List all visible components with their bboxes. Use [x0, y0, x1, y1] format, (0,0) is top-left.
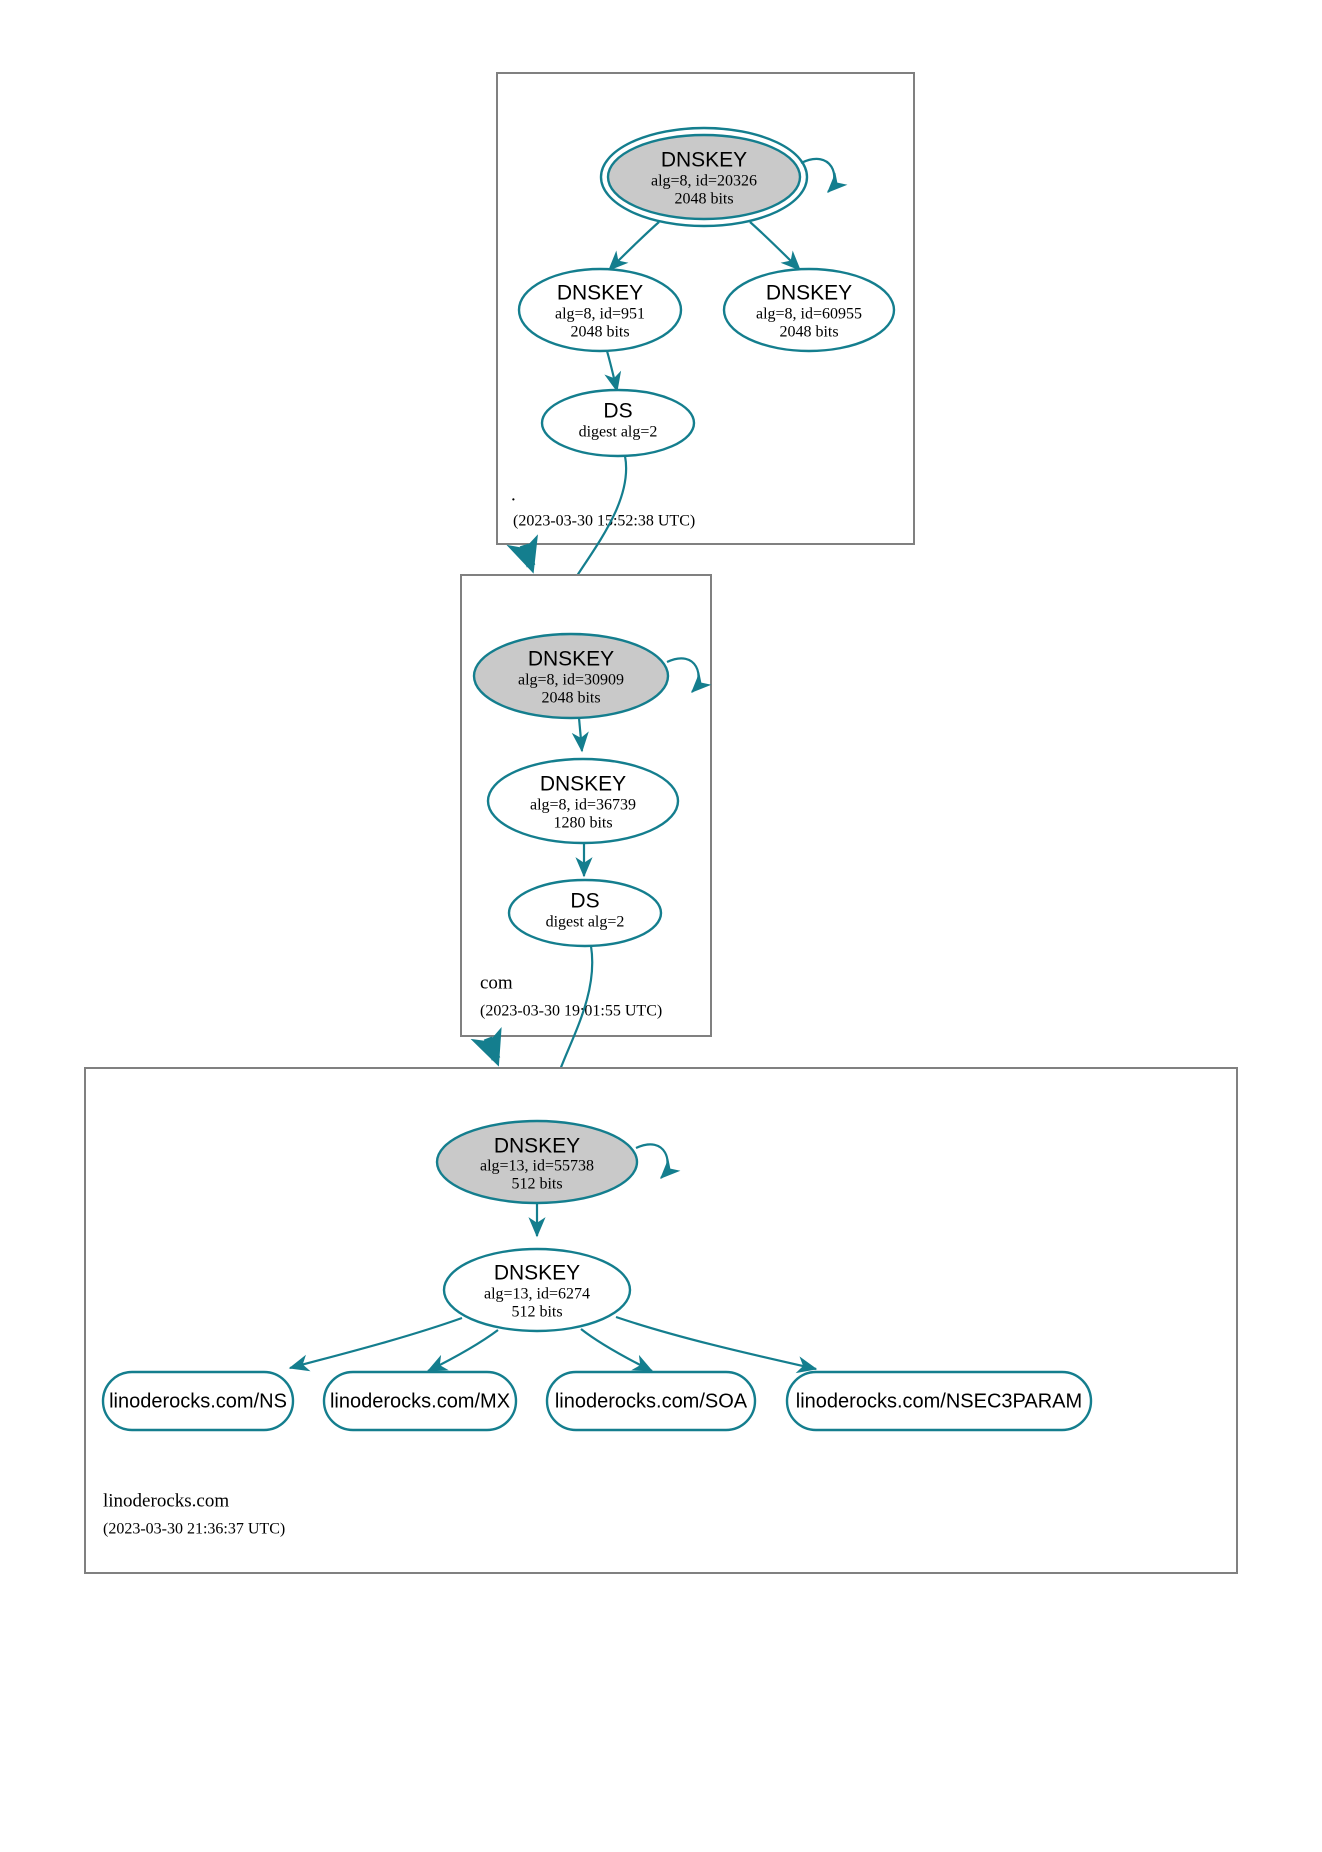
- node-title: DS: [603, 400, 632, 423]
- node-size: 2048 bits: [541, 690, 600, 707]
- node-size: 2048 bits: [779, 324, 838, 341]
- node-root-ksk[interactable]: DNSKEY alg=8, id=20326 2048 bits: [599, 126, 809, 228]
- zone-label-root: .: [511, 484, 516, 505]
- rrset-label: linoderocks.com/NSEC3PARAM: [796, 1390, 1082, 1412]
- node-rrset-soa[interactable]: linoderocks.com/SOA: [545, 1370, 757, 1432]
- node-size: 512 bits: [511, 1304, 562, 1321]
- zone-timestamp-root: (2023-03-30 15:52:38 UTC): [513, 513, 695, 530]
- rrset-label: linoderocks.com/SOA: [555, 1390, 748, 1412]
- dnskey-ellipse: [472, 632, 670, 720]
- node-size: 512 bits: [511, 1176, 562, 1193]
- node-size: 2048 bits: [570, 324, 629, 341]
- edge-lr-zsk-to-ns: [288, 1316, 463, 1372]
- node-root-zsk-951[interactable]: DNSKEY alg=8, id=951 2048 bits: [517, 267, 683, 353]
- node-com-zsk[interactable]: DNSKEY alg=8, id=36739 1280 bits: [486, 757, 680, 845]
- node-title: DNSKEY: [528, 648, 614, 671]
- edge-lr-zsk-to-nsec3param: [615, 1315, 818, 1374]
- node-title: DNSKEY: [557, 282, 643, 305]
- node-params: alg=13, id=55738: [480, 1158, 594, 1175]
- edge-self-sign-com-ksk: [666, 657, 712, 693]
- node-params: alg=8, id=30909: [518, 672, 624, 689]
- edge-delegation-com-to-linoderocks: [470, 1027, 502, 1067]
- edge-root-ksk-to-60955: [749, 221, 801, 271]
- zone-cluster-linoderocks: DNSKEY alg=13, id=55738 512 bits DNSKEY …: [84, 1067, 1238, 1574]
- node-params: alg=8, id=60955: [756, 306, 862, 323]
- edge-self-sign-root-ksk: [800, 157, 848, 193]
- node-rrset-nsec3param[interactable]: linoderocks.com/NSEC3PARAM: [785, 1370, 1093, 1432]
- node-params: digest alg=2: [546, 914, 625, 931]
- zone-timestamp-linoderocks: (2023-03-30 21:36:37 UTC): [103, 1521, 285, 1538]
- node-com-ds[interactable]: DS digest alg=2: [507, 878, 663, 948]
- node-params: digest alg=2: [579, 424, 658, 441]
- zone-cluster-com: DNSKEY alg=8, id=30909 2048 bits DNSKEY …: [460, 574, 712, 1037]
- node-lr-ksk[interactable]: DNSKEY alg=13, id=55738 512 bits: [435, 1119, 639, 1205]
- node-title: DS: [570, 890, 599, 913]
- ds-ellipse: [507, 878, 663, 948]
- node-com-ksk[interactable]: DNSKEY alg=8, id=30909 2048 bits: [472, 632, 670, 720]
- node-size: 2048 bits: [674, 191, 733, 208]
- zone-box-linoderocks: [84, 1067, 1238, 1574]
- zone-cluster-root: DNSKEY alg=8, id=20326 2048 bits DNSKEY …: [496, 72, 915, 545]
- dnskey-ellipse: [722, 267, 896, 353]
- node-rrset-ns[interactable]: linoderocks.com/NS: [101, 1370, 295, 1432]
- node-params: alg=8, id=951: [555, 306, 645, 323]
- dnskey-ellipse: [442, 1247, 632, 1333]
- edge-lr-zsk-to-soa: [580, 1328, 654, 1372]
- zone-timestamp-com: (2023-03-30 19:01:55 UTC): [480, 1003, 662, 1020]
- node-size: 1280 bits: [553, 815, 612, 832]
- edge-lr-zsk-to-mx: [426, 1329, 499, 1372]
- dnskey-ellipse: [606, 133, 802, 221]
- edge-root-951-to-ds: [604, 350, 622, 393]
- node-title: DNSKEY: [540, 773, 626, 796]
- node-root-zsk-60955[interactable]: DNSKEY alg=8, id=60955 2048 bits: [722, 267, 896, 353]
- rrset-label: linoderocks.com/NS: [109, 1390, 287, 1412]
- edge-root-ksk-to-951: [608, 221, 660, 271]
- node-params: alg=13, id=6274: [484, 1286, 590, 1303]
- node-title: DNSKEY: [494, 1135, 580, 1158]
- node-root-ds[interactable]: DS digest alg=2: [540, 388, 696, 458]
- trust-anchor-outer-ring: [599, 126, 809, 228]
- node-params: alg=8, id=36739: [530, 797, 636, 814]
- rrset-box: [545, 1370, 757, 1432]
- dnskey-ellipse: [517, 267, 683, 353]
- zone-label-com: com: [480, 972, 513, 993]
- ds-ellipse: [540, 388, 696, 458]
- rrset-label: linoderocks.com/MX: [330, 1390, 510, 1412]
- edge-self-sign-lr-ksk: [635, 1143, 681, 1179]
- rrset-box: [101, 1370, 295, 1432]
- node-title: DNSKEY: [661, 149, 747, 172]
- node-rrset-mx[interactable]: linoderocks.com/MX: [322, 1370, 518, 1432]
- rrset-box: [322, 1370, 518, 1432]
- node-lr-zsk[interactable]: DNSKEY alg=13, id=6274 512 bits: [442, 1247, 632, 1333]
- node-params: alg=8, id=20326: [651, 173, 757, 190]
- edge-com-ksk-to-zsk: [571, 717, 589, 753]
- edge-delegation-root-to-com: [506, 534, 538, 574]
- node-title: DNSKEY: [766, 282, 852, 305]
- rrset-box: [785, 1370, 1093, 1432]
- node-title: DNSKEY: [494, 1262, 580, 1285]
- zone-label-linoderocks: linoderocks.com: [103, 1490, 229, 1511]
